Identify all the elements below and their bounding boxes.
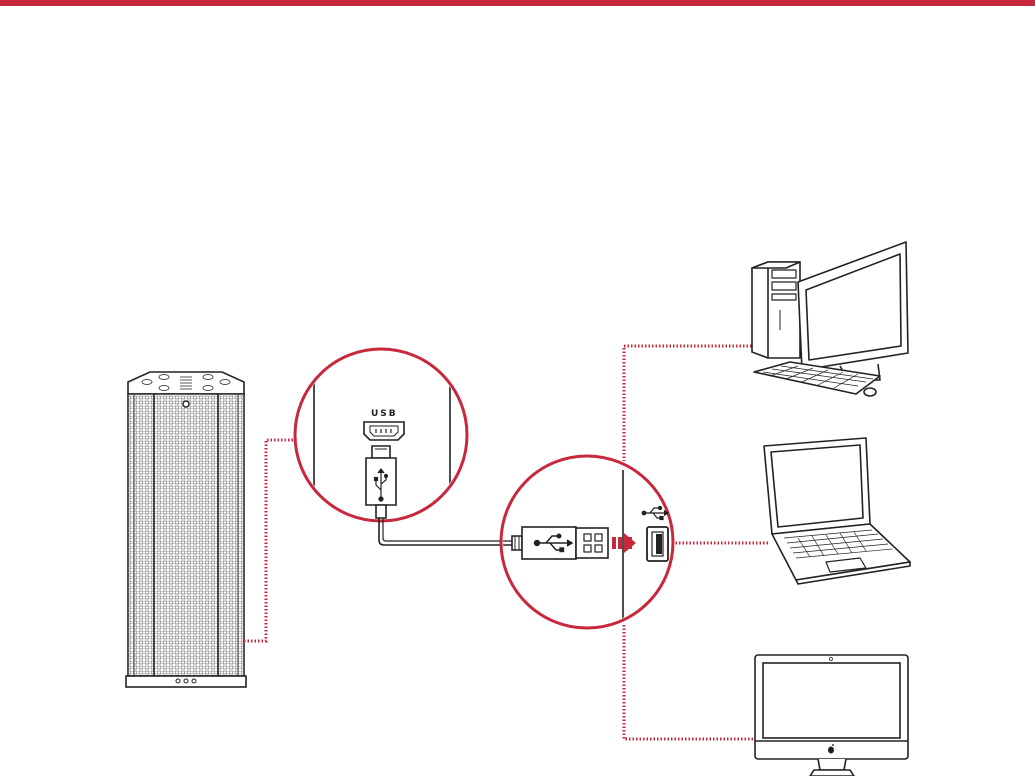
all-in-one-computer <box>755 655 908 776</box>
usb-a-port <box>647 527 668 561</box>
micro-usb-zoom: USB <box>295 349 467 521</box>
speaker-callout-line <box>244 440 296 641</box>
laptop <box>764 438 910 584</box>
speaker-base <box>126 676 246 687</box>
usb-port-label: USB <box>371 409 398 419</box>
desktop-computer <box>752 242 908 396</box>
speaker-mic-dot <box>183 401 189 407</box>
usb-a-zoom <box>500 456 673 640</box>
speaker <box>126 372 246 687</box>
